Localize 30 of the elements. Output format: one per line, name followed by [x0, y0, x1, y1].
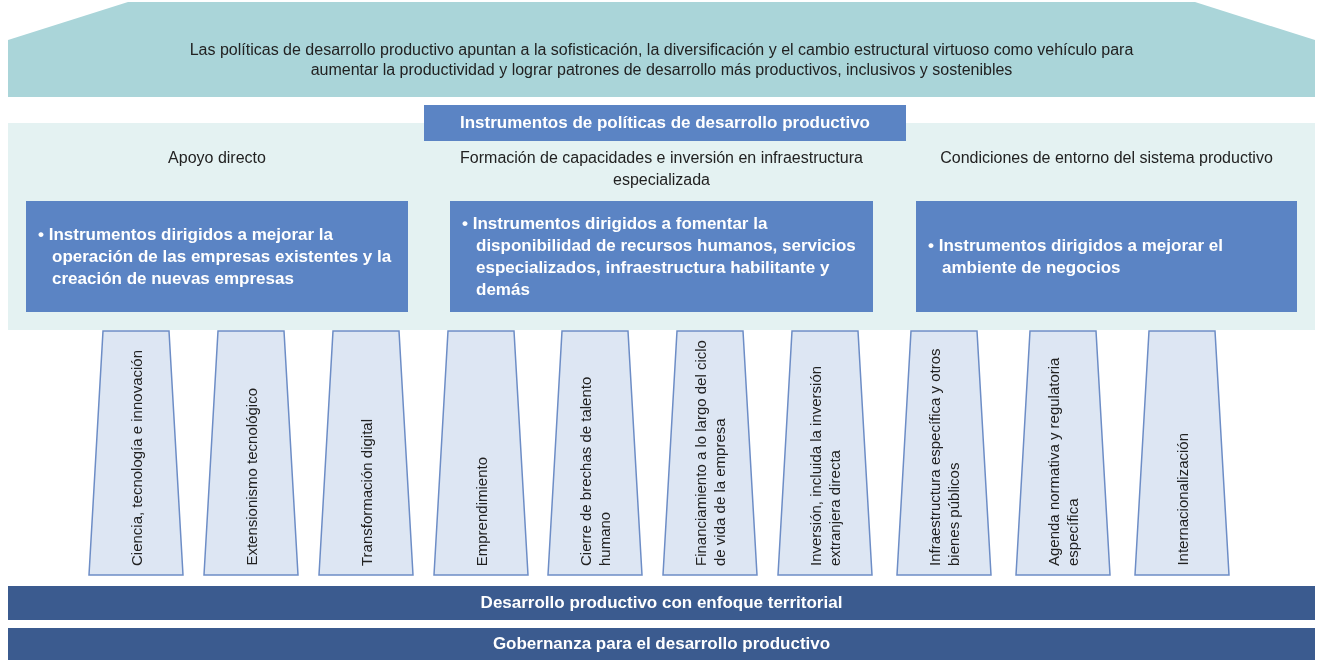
pillar — [1134, 330, 1230, 576]
pillar — [896, 330, 992, 576]
roof — [8, 2, 1315, 97]
pillar — [203, 330, 299, 576]
pillar — [662, 330, 758, 576]
pillar-label: Internacionalización — [1172, 433, 1192, 566]
pillar-label: Inversión, incluida la inversión extranjera directa — [806, 364, 844, 566]
pillar — [777, 330, 873, 576]
pillar-label: Transformación digital — [356, 419, 376, 566]
instrument-box: • Instrumentos dirigidos a mejorar el ambiente de negocios — [916, 201, 1297, 312]
pillar-label: Agenda normativa y regulatoria específica — [1044, 356, 1082, 566]
base-band: Desarrollo productivo con enfoque territorial — [8, 586, 1315, 620]
pillar — [547, 330, 643, 576]
pillar-label: Infraestructura específica y otros bienes públicos — [925, 347, 963, 566]
pillar — [318, 330, 414, 576]
pillar — [433, 330, 529, 576]
column-heading: Apoyo directo — [167, 148, 267, 168]
pillar — [88, 330, 184, 576]
column-heading: Condiciones de entorno del sistema productivo — [939, 148, 1274, 168]
instrument-box: • Instrumentos dirigidos a mejorar la operación de las empresas existentes y la creación de nuevas empresas — [26, 201, 408, 312]
pillar-label: Extensionismo tecnológico — [241, 388, 261, 566]
roof-text: Las políticas de desarrollo productivo apuntan a la sofisticación, la diversificación y el cambio estructural virtuoso como vehículo para aumentar la productividad y lograr patrones de desarrollo más productivos, inclusivos y sostenibles — [188, 40, 1135, 80]
section-heading: Instrumentos de políticas de desarrollo productivo — [424, 105, 906, 141]
base-band: Gobernanza para el desarrollo productivo — [8, 628, 1315, 660]
column-heading: Formación de capacidades e inversión en infraestructura especializada — [459, 148, 864, 190]
pillar — [1015, 330, 1111, 576]
instrument-box: • Instrumentos dirigidos a fomentar la disponibilidad de recursos humanos, servicios especializados, infraestructura habilitante y demás — [450, 201, 873, 312]
pillar-label: Ciencia, tecnología e innovación — [126, 350, 146, 566]
pillar-label: Emprendimiento — [471, 456, 491, 566]
pillar-label: Cierre de brechas de talento humano — [576, 375, 614, 566]
